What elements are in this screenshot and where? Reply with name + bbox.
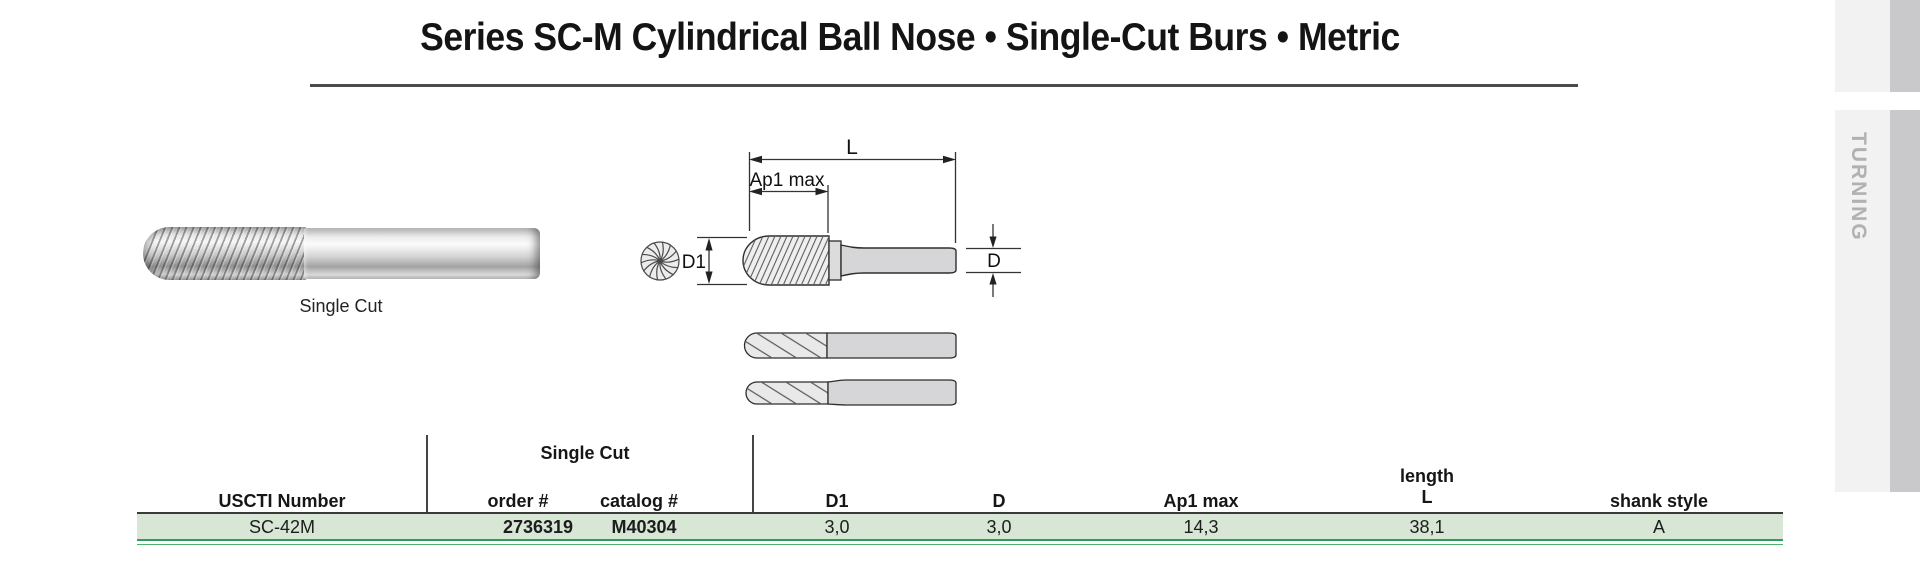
title-underline (310, 84, 1578, 87)
side-view-shank (840, 244, 957, 277)
table-bottom-rule-thin (137, 544, 1783, 545)
cell-d1: 3,0 (824, 517, 850, 537)
dim-d1-label: D1 (682, 252, 706, 273)
table-divider-right (752, 435, 754, 541)
cell-shank: A (1652, 517, 1666, 537)
table-bottom-rule (137, 539, 1783, 541)
profile-drawing-2 (743, 332, 957, 359)
col-header-length-word: length (1400, 466, 1454, 486)
col-header-length-symbol: L (1421, 487, 1433, 507)
bur-photo-cutting-head (143, 227, 306, 280)
col-header-catalog: catalog # (599, 491, 679, 511)
dim-d1 (697, 236, 747, 286)
cell-uscti: SC-42M (248, 517, 316, 537)
cell-l: 38,1 (1409, 517, 1445, 537)
dim-d-label: D (987, 251, 1001, 272)
photo-caption: Single Cut (299, 296, 383, 316)
table-header-rule (137, 512, 1783, 514)
cell-order: 2736319 (502, 517, 574, 537)
column-group-single-cut: Single Cut (540, 443, 630, 463)
dim-l (748, 152, 957, 243)
cell-d: 3,0 (986, 517, 1012, 537)
side-view-head (742, 235, 842, 286)
col-header-order: order # (487, 491, 549, 511)
front-view-swirl (639, 240, 681, 282)
edge-tab-top-light (1835, 0, 1890, 92)
edge-tab-turning (1835, 110, 1890, 492)
technical-diagram: D1 L Ap1 max D (639, 136, 1021, 406)
edge-tab-turning-dark (1890, 110, 1920, 492)
dim-ap1-label: Ap1 max (750, 170, 825, 191)
dim-d (966, 224, 1021, 297)
col-header-d: D (992, 491, 1006, 511)
profile-drawing-3 (745, 379, 957, 406)
turning-tab-label: TURNING (1847, 132, 1870, 242)
col-header-shank: shank style (1609, 491, 1709, 511)
cell-ap1: 14,3 (1183, 517, 1219, 537)
col-header-uscti: USCTI Number (218, 491, 346, 511)
dim-l-label: L (846, 136, 858, 159)
edge-tab-top-dark (1890, 0, 1920, 92)
bur-photo-shank (304, 228, 540, 279)
col-header-d1: D1 (825, 491, 849, 511)
col-header-ap1: Ap1 max (1163, 491, 1239, 511)
page-title: Series SC-M Cylindrical Ball Nose • Sing… (420, 16, 1400, 59)
table-row (137, 514, 1783, 539)
cell-catalog: M40304 (611, 517, 677, 537)
dim-ap1 (749, 185, 829, 233)
table-divider-left (426, 435, 428, 541)
col-header-length: length L (1400, 466, 1454, 508)
